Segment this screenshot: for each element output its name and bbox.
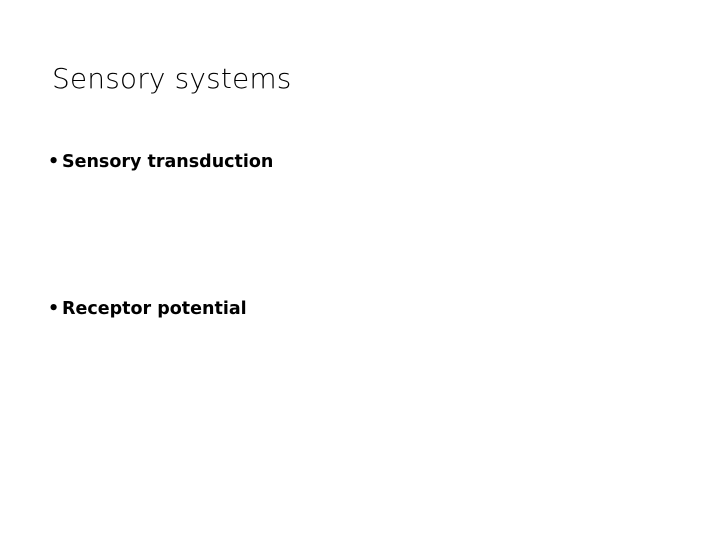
list-item-label: Receptor potential [62, 299, 247, 319]
bullet-point-icon: • [48, 299, 60, 319]
list-item-label: Sensory transduction [62, 152, 274, 172]
list-item: • Sensory transduction [48, 150, 668, 175]
slide-title: Sensory systems [52, 62, 292, 95]
bullet-point-icon: • [48, 152, 60, 172]
bullet-list: • Sensory transduction • Receptor potent… [48, 150, 668, 322]
list-item: • Receptor potential [48, 297, 668, 322]
